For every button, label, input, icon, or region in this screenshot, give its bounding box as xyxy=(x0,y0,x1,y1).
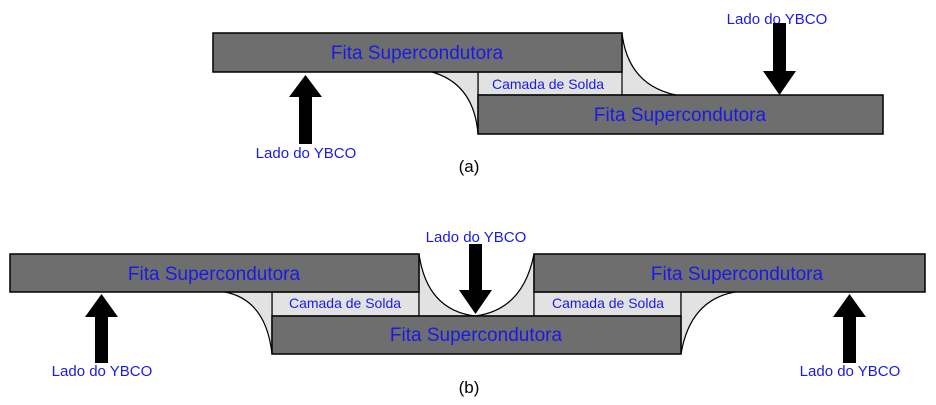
tape-b-right xyxy=(533,253,926,293)
panel-b-label: (b) xyxy=(459,378,480,397)
panel-a: Fita Supercondutora Fita Supercondutora … xyxy=(212,11,884,176)
arrow-up-icon xyxy=(833,294,866,363)
solder-label-b-left: Camada de Solda xyxy=(289,295,401,311)
ybco-label-a-left: Lado do YBCO xyxy=(256,145,357,162)
solder-fillet-b-right-outer xyxy=(680,291,736,355)
panel-b: Fita Supercondutora Fita Supercondutora … xyxy=(9,229,926,397)
tape-a-top-label: Fita Supercondutora xyxy=(331,43,504,64)
solder-fillet-a-right xyxy=(621,32,677,96)
ybco-label-b-right: Lado do YBCO xyxy=(800,363,901,380)
panel-a-label: (a) xyxy=(459,157,480,176)
solder-fillet-b-left-outer xyxy=(224,291,273,355)
tape-a-bottom xyxy=(477,94,884,135)
ybco-label-a-right: Lado do YBCO xyxy=(727,11,828,28)
tape-b-left-label: Fita Supercondutora xyxy=(128,264,301,285)
ybco-label-b-left: Lado do YBCO xyxy=(52,363,153,380)
arrow-down-icon xyxy=(459,244,492,314)
tape-a-bottom-label: Fita Supercondutora xyxy=(594,105,767,126)
solder-fillet-b-middle xyxy=(418,253,535,317)
arrow-up-icon xyxy=(85,294,118,363)
tape-b-left xyxy=(9,253,420,293)
tape-b-bottom xyxy=(271,315,682,355)
tape-a-top xyxy=(212,32,623,73)
solder-fillet-a-left xyxy=(431,71,479,135)
ybco-label-b-middle: Lado do YBCO xyxy=(426,229,527,246)
tape-b-bottom-label: Fita Supercondutora xyxy=(390,325,563,346)
tape-b-right-label: Fita Supercondutora xyxy=(651,264,824,285)
solder-label-a: Camada de Solda xyxy=(492,76,604,92)
arrow-up-icon xyxy=(289,75,322,144)
solder-label-b-right: Camada de Solda xyxy=(552,295,664,311)
arrow-down-icon xyxy=(763,23,796,95)
